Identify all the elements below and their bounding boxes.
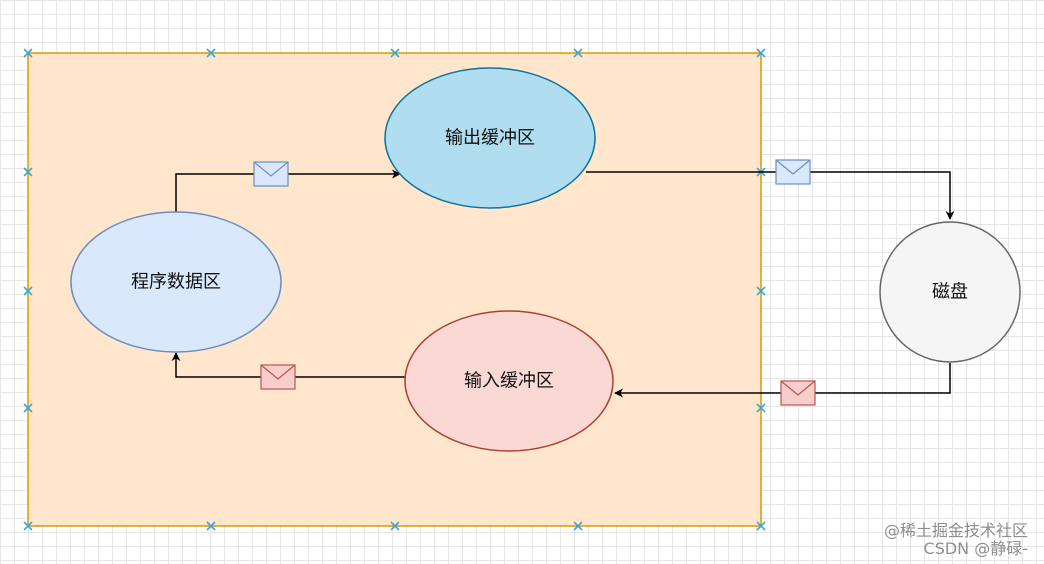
envelope-red-icon[interactable] <box>260 364 296 390</box>
handle-icon[interactable] <box>390 48 400 58</box>
edge-output-to-disk[interactable] <box>586 171 955 220</box>
envelope-red-icon[interactable] <box>780 380 816 406</box>
handle-icon[interactable] <box>23 48 33 58</box>
node-program-data[interactable]: 程序数据区 <box>70 211 282 353</box>
handle-icon[interactable] <box>390 521 400 531</box>
node-label: 输出缓冲区 <box>445 128 535 149</box>
node-label: 磁盘 <box>932 282 968 303</box>
watermark-line: @稀土掘金技术社区 <box>883 521 1028 540</box>
node-label: 程序数据区 <box>131 272 221 293</box>
edge-program-to-output[interactable] <box>175 169 401 212</box>
envelope-blue-icon[interactable] <box>253 161 289 187</box>
node-input-buffer[interactable]: 输入缓冲区 <box>404 310 614 452</box>
handle-icon[interactable] <box>756 48 766 58</box>
selection-handles[interactable] <box>23 48 766 531</box>
handle-icon[interactable] <box>23 286 33 296</box>
handle-icon[interactable] <box>573 521 583 531</box>
handle-icon[interactable] <box>23 403 33 413</box>
handle-icon[interactable] <box>206 521 216 531</box>
handle-icon[interactable] <box>756 403 766 413</box>
watermark: @稀土掘金技术社区 CSDN @静碌- <box>884 522 1028 558</box>
node-output-buffer[interactable]: 输出缓冲区 <box>384 67 596 209</box>
node-label: 输入缓冲区 <box>464 371 554 392</box>
handle-icon[interactable] <box>756 286 766 296</box>
handle-icon[interactable] <box>23 521 33 531</box>
handle-icon[interactable] <box>573 48 583 58</box>
envelope-blue-icon[interactable] <box>775 159 811 185</box>
node-disk[interactable]: 磁盘 <box>879 221 1021 363</box>
watermark-line: CSDN @静碌- <box>923 539 1028 558</box>
handle-icon[interactable] <box>756 521 766 531</box>
handle-icon[interactable] <box>206 48 216 58</box>
edge-disk-to-input[interactable] <box>614 363 951 398</box>
edge-input-to-program[interactable] <box>171 352 405 378</box>
handle-icon[interactable] <box>23 167 33 177</box>
